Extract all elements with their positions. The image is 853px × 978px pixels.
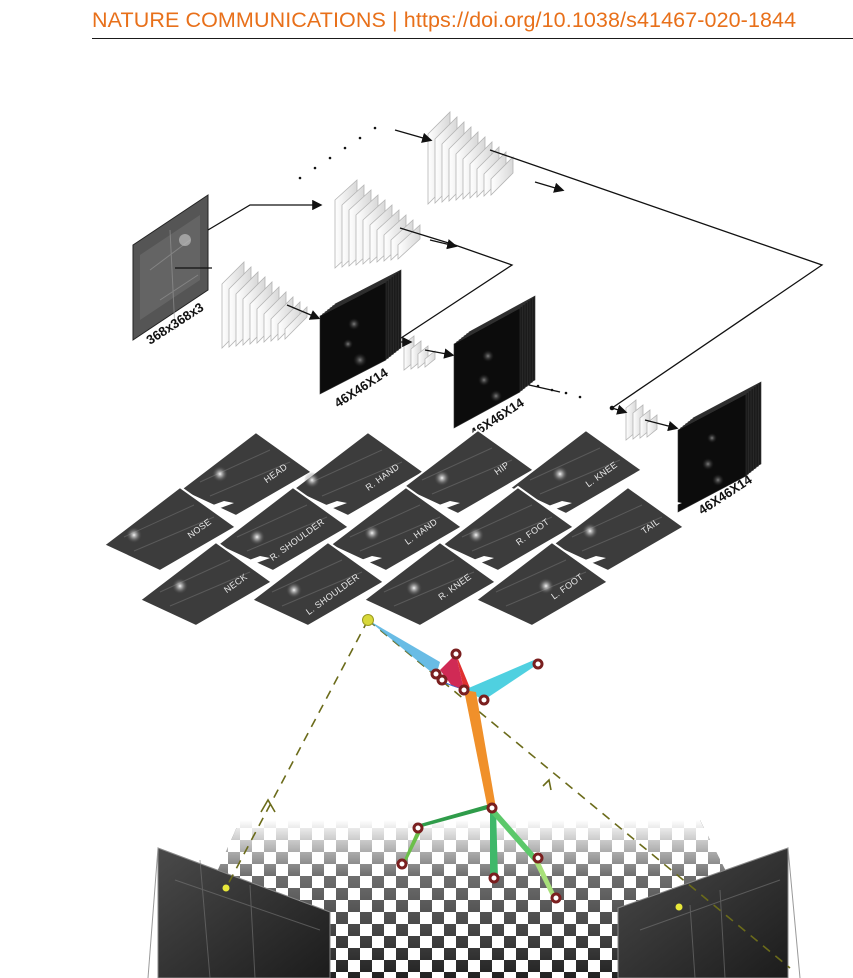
heatmap-tile: NECK	[138, 540, 274, 628]
journal-name: NATURE COMMUNICATIONS	[92, 8, 386, 32]
projection-rays	[225, 619, 791, 969]
nose-keypoint	[362, 614, 374, 626]
heatmap-volume-1	[319, 269, 402, 395]
conv-stack-1	[221, 261, 308, 349]
heatmap-tile: R. FOOT	[440, 485, 576, 573]
heatmap-tile: NOSE	[102, 485, 238, 573]
heatmap-tile: TAIL	[550, 485, 686, 573]
ellipsis-dots	[298, 126, 615, 411]
skeleton-joints	[396, 648, 562, 904]
connection-lines	[175, 129, 824, 432]
heatmap-tile: L. SHOULDER	[250, 540, 386, 628]
conv-stacks	[221, 111, 658, 441]
header-separator: |	[385, 8, 404, 32]
heatmap-tile: HIP	[400, 428, 536, 516]
journal-header-text: NATURE COMMUNICATIONS | https://doi.org/…	[92, 8, 796, 33]
skeleton-3d	[362, 614, 562, 904]
doi-link[interactable]: https://doi.org/10.1038/s41467-020-1844	[403, 8, 797, 32]
conv-stack-3	[427, 111, 514, 205]
conv-stack-small-1	[403, 335, 436, 371]
heatmap-tile: L. HAND	[328, 485, 464, 573]
journal-header: NATURE COMMUNICATIONS | https://doi.org/…	[92, 4, 853, 39]
heatmap-tile: L. KNEE	[508, 428, 644, 516]
heatmap-tile: R. KNEE	[362, 540, 498, 628]
heatmap-volume-2	[453, 295, 536, 429]
output-heatmap-stacks	[319, 269, 762, 513]
heatmap-volume-3	[677, 381, 762, 513]
conv-stack-small-2	[625, 399, 658, 441]
ray-arrowheads	[260, 778, 552, 813]
input-image	[132, 194, 209, 341]
camera-view-left	[147, 847, 331, 978]
camera-view-right	[617, 847, 801, 978]
heatmap-tile: HEAD	[178, 430, 314, 518]
heatmap-tile: R. HAND	[290, 430, 426, 518]
conv-stack-2	[334, 179, 421, 269]
heatmap-tile: L. FOOT	[474, 540, 610, 628]
